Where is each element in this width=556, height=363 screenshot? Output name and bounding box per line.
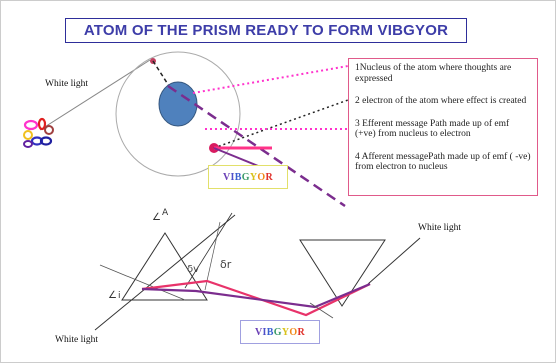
vibgyor-letter: V xyxy=(255,326,263,338)
angle-a-mark: ∠ xyxy=(152,212,161,223)
ring-yellow xyxy=(23,130,33,140)
vibgyor-letter: O xyxy=(289,326,298,338)
vibgyor-letter: O xyxy=(257,171,266,183)
ring-red xyxy=(37,117,47,131)
page-title: ATOM OF THE PRISM READY TO FORM VIBGYOR xyxy=(83,22,449,39)
vibgyor-letter: B xyxy=(234,171,242,183)
vibgyor-letter: G xyxy=(273,326,282,338)
angle-a-label: A xyxy=(162,208,169,218)
vibgyor-letter: I xyxy=(262,326,267,338)
atom-orbit xyxy=(115,51,241,177)
deviation-line-1 xyxy=(184,212,233,289)
vibgyor-letter: Y xyxy=(249,171,258,183)
deviation-line-2 xyxy=(204,221,221,291)
legend-item-efferent: 3 Efferent message Path made up of emf (… xyxy=(355,118,510,140)
legend-item-electron: 2 electron of the atom where effect is c… xyxy=(355,96,527,106)
white-light-label-left: White light xyxy=(45,79,89,89)
ring-pink xyxy=(23,119,39,131)
red-ray-path xyxy=(141,279,371,317)
ring-violet xyxy=(23,140,33,148)
color-rings xyxy=(23,117,54,148)
legend-item-afferent: 4 Afferent messagePath made up of emf ( … xyxy=(355,151,531,173)
vibgyor-letter: G xyxy=(241,171,250,183)
vibgyor-letter: I xyxy=(230,171,235,183)
vibgyor-letter: B xyxy=(266,326,274,338)
white-light-ray-right xyxy=(367,237,421,285)
legend-item-nucleus: 1Nucleus of the atom where thoughts are … xyxy=(355,63,512,84)
right-prism xyxy=(299,239,386,307)
vibgyor-letter: R xyxy=(265,171,273,183)
vibgyor-letter: R xyxy=(297,326,305,338)
left-prism xyxy=(121,232,208,301)
white-light-label-bottom: White light xyxy=(55,335,99,345)
prism-ray-extension xyxy=(309,302,334,319)
afferent-path-dashed xyxy=(167,84,346,208)
legend-box: 1Nucleus of the atom where thoughts are … xyxy=(348,58,538,196)
angle-i-label: i xyxy=(118,291,121,301)
nucleus xyxy=(158,81,198,127)
vibgyor-letter: Y xyxy=(281,326,290,338)
white-light-ray-top xyxy=(39,59,151,131)
electron-pointer xyxy=(213,99,349,149)
angle-i-mark: ∠ xyxy=(108,290,117,301)
title-box: ATOM OF THE PRISM READY TO FORM VIBGYOR xyxy=(65,18,467,43)
efferent-pointer-1 xyxy=(192,65,349,94)
white-light-ray-bottom xyxy=(94,214,236,331)
white-light-label-right: White light xyxy=(418,223,462,233)
ring-blue-2 xyxy=(39,136,53,146)
violet-ray-path xyxy=(141,282,371,309)
ring-brown xyxy=(44,125,54,135)
vibgyor-letter: V xyxy=(223,171,231,183)
normal-line xyxy=(99,264,186,301)
delta-r-label: δr xyxy=(220,258,232,271)
delta-v-label: δv xyxy=(187,264,199,275)
